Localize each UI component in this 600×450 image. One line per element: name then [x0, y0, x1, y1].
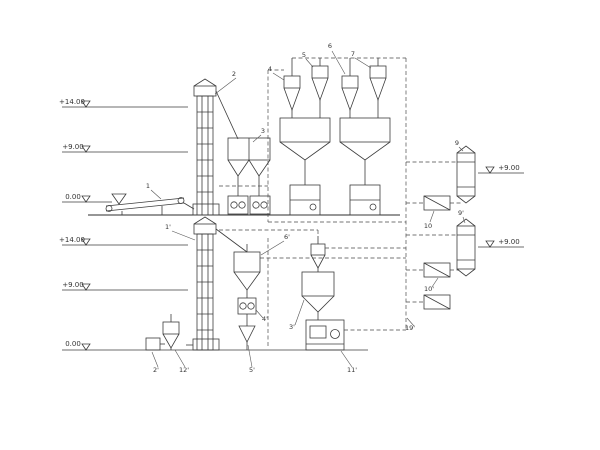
equipment-tag: 9' — [458, 209, 464, 217]
equipment-tag: 19' — [405, 324, 415, 332]
elevation-marker-bottom-9: +9.00 — [62, 281, 188, 291]
small-cyclone-lower — [310, 236, 326, 272]
tag-cyclone-1: 4 — [268, 65, 285, 81]
bucket-elevator-upper — [192, 78, 239, 216]
cyclone-2 — [311, 58, 329, 118]
equipment-tag: 6' — [284, 233, 290, 241]
equipment-tag: 10' — [424, 285, 434, 293]
cyclone-bin-lower — [233, 244, 261, 298]
equipment-tag: 1' — [165, 223, 171, 231]
elevation-label: +9.00 — [498, 238, 519, 246]
tag-bucket-elevator: 2 — [214, 70, 237, 95]
cyclone-3 — [341, 58, 359, 118]
hopper-machine-unit-left — [279, 117, 331, 216]
tag-duct-line: 19' — [405, 317, 415, 332]
tag-cyclone-2: 5 — [302, 51, 314, 68]
tag-fan-upper: 10 — [424, 210, 435, 230]
tag-cyclone-lower: 6' — [260, 233, 290, 256]
tag-double-bin: 3 — [252, 127, 265, 143]
tag-separator-lower: 9' — [458, 209, 466, 224]
elevation-label: +9.00 — [62, 143, 83, 151]
elevation-label: +14.00 — [59, 236, 85, 244]
equipment-tag: 12' — [179, 366, 189, 374]
separator-lower — [456, 218, 476, 277]
equipment-tag: 4' — [262, 315, 268, 323]
process-machine-lower — [305, 319, 345, 351]
tag-airlock-lower: 4' — [255, 309, 268, 323]
hopper-lower — [301, 271, 335, 320]
fan-auxiliary — [423, 294, 451, 310]
equipment-tag: 2 — [232, 70, 236, 78]
tag-fan-lower: 10' — [424, 277, 439, 293]
tag-unit-lower-left: 2' — [151, 351, 159, 374]
tag-machine-lower: 11' — [340, 350, 357, 374]
elevation-marker-right-lower: +9.00 — [478, 238, 524, 248]
elevation-marker-top-9: +9.00 — [62, 143, 188, 153]
tag-hopper-lower: 3' — [289, 299, 305, 331]
equipment-tag: 4 — [268, 65, 272, 73]
equipment-tag: 10 — [424, 222, 432, 230]
fan-lower — [423, 262, 451, 278]
belt-conveyor — [105, 193, 195, 215]
equipment-tag: 7 — [351, 50, 355, 58]
elevation-marker-top-14: +14.00 — [59, 98, 188, 108]
double-cone-bin — [227, 137, 271, 196]
cyclone-1 — [283, 58, 301, 118]
roller-mill-right — [249, 195, 271, 215]
tag-discharge-cone: 5' — [247, 344, 255, 374]
elevation-marker-bottom-14: +14.00 — [59, 236, 188, 246]
equipment-tag: 1 — [146, 182, 150, 190]
bucket-elevator-lower — [186, 216, 248, 351]
hopper-machine-unit-right — [339, 117, 391, 216]
equipment-tag: 5 — [302, 51, 306, 59]
discharge-cone — [238, 325, 256, 350]
fan-upper — [423, 195, 451, 211]
tag-bucket-elevator-lower: 1' — [165, 223, 196, 241]
elevation-label: 0.00 — [65, 340, 81, 348]
elevation-label: 0.00 — [65, 193, 81, 201]
equipment-tag: 6 — [328, 42, 332, 50]
pneumatic-duct-network — [219, 57, 461, 348]
rotary-airlock — [237, 297, 257, 326]
tag-cyclone-3: 6 — [328, 42, 346, 75]
equipment-tag: 3' — [289, 323, 295, 331]
elevation-marker-right-upper: +9.00 — [478, 164, 524, 174]
cyclone-4 — [369, 58, 387, 118]
separator-upper — [456, 145, 476, 204]
elevation-marker-top-0: 0.00 — [62, 193, 112, 203]
equipment-tag: 3 — [261, 127, 265, 135]
tag-unit-lower-left-2: 12' — [174, 349, 189, 374]
roller-mill-left — [227, 195, 249, 215]
elevation-label: +9.00 — [62, 281, 83, 289]
equipment-tag: 11' — [347, 366, 357, 374]
equipment-tag: 9 — [455, 139, 459, 147]
elevation-marker-bottom-0: 0.00 — [62, 340, 368, 351]
tag-belt-conveyor: 1 — [146, 182, 162, 200]
tag-cyclone-4: 7 — [351, 50, 372, 69]
elevation-label: +9.00 — [498, 164, 519, 172]
elevation-label: +14.00 — [59, 98, 85, 106]
equipment-tag: 5' — [249, 366, 255, 374]
tag-separator-upper: 9 — [455, 139, 464, 152]
small-unit-lower-left — [145, 314, 180, 351]
equipment-tag: 2' — [153, 366, 159, 374]
